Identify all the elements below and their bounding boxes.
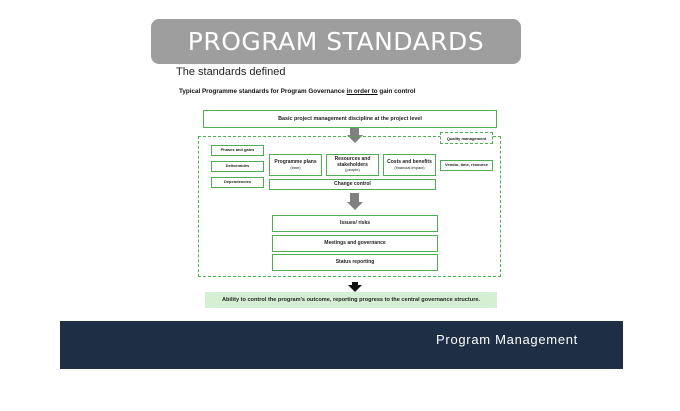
- programme-plans-box: Programme plans(time): [269, 154, 322, 176]
- resources-label: Resources and stakeholders: [334, 155, 371, 168]
- arrow-down-icon: [347, 135, 363, 143]
- status-reporting-box: Status reporting: [272, 254, 438, 271]
- programme-plans-sub: (time): [290, 164, 301, 170]
- slide-subtitle: The standards defined: [176, 66, 286, 78]
- result-statement: Ability to control the program's outcome…: [205, 292, 497, 308]
- programme-plans-label: Programme plans: [274, 158, 317, 165]
- project-discipline-box: Basic project management discipline at t…: [203, 110, 497, 128]
- arrow-down-icon: [348, 285, 362, 292]
- costs-label: Costs and benefits: [387, 158, 432, 165]
- arrow-down-icon: [347, 202, 363, 210]
- dependencies-box: Dependencies: [211, 177, 264, 188]
- meetings-governance-box: Meetings and governance: [272, 235, 438, 252]
- costs-benefits-box: Costs and benefits(financial impact): [383, 154, 436, 176]
- heading-underlined: in order to: [346, 88, 378, 95]
- footer-label: Program Management: [436, 332, 578, 347]
- footer-bar: Program Management: [60, 321, 623, 369]
- heading-prefix: Typical Programme standards for Program …: [179, 88, 347, 95]
- heading-suffix: gain control: [377, 88, 416, 95]
- deliverables-box: Deliverables: [211, 161, 264, 172]
- diagram-heading: Typical Programme standards for Program …: [179, 88, 415, 95]
- resources-sub: (people): [345, 167, 360, 173]
- vendor-time-resource-box: Vendor, time, resource: [440, 160, 493, 171]
- slide-title: PROGRAM STANDARDS: [151, 19, 521, 64]
- costs-sub: (financial impact): [394, 164, 425, 170]
- arrow-stem-2: [350, 193, 359, 202]
- quality-management-box: Quality management: [440, 132, 493, 144]
- change-control-box: Change control: [269, 179, 436, 190]
- resources-stakeholders-box: Resources and stakeholders(people): [326, 154, 379, 176]
- phases-gates-box: Phases and gates: [211, 145, 264, 156]
- governance-frame: [198, 136, 501, 277]
- arrow-stem-1: [350, 128, 359, 135]
- issues-risks-box: Issues/ risks: [272, 215, 438, 232]
- arrow-stem-3: [352, 282, 358, 286]
